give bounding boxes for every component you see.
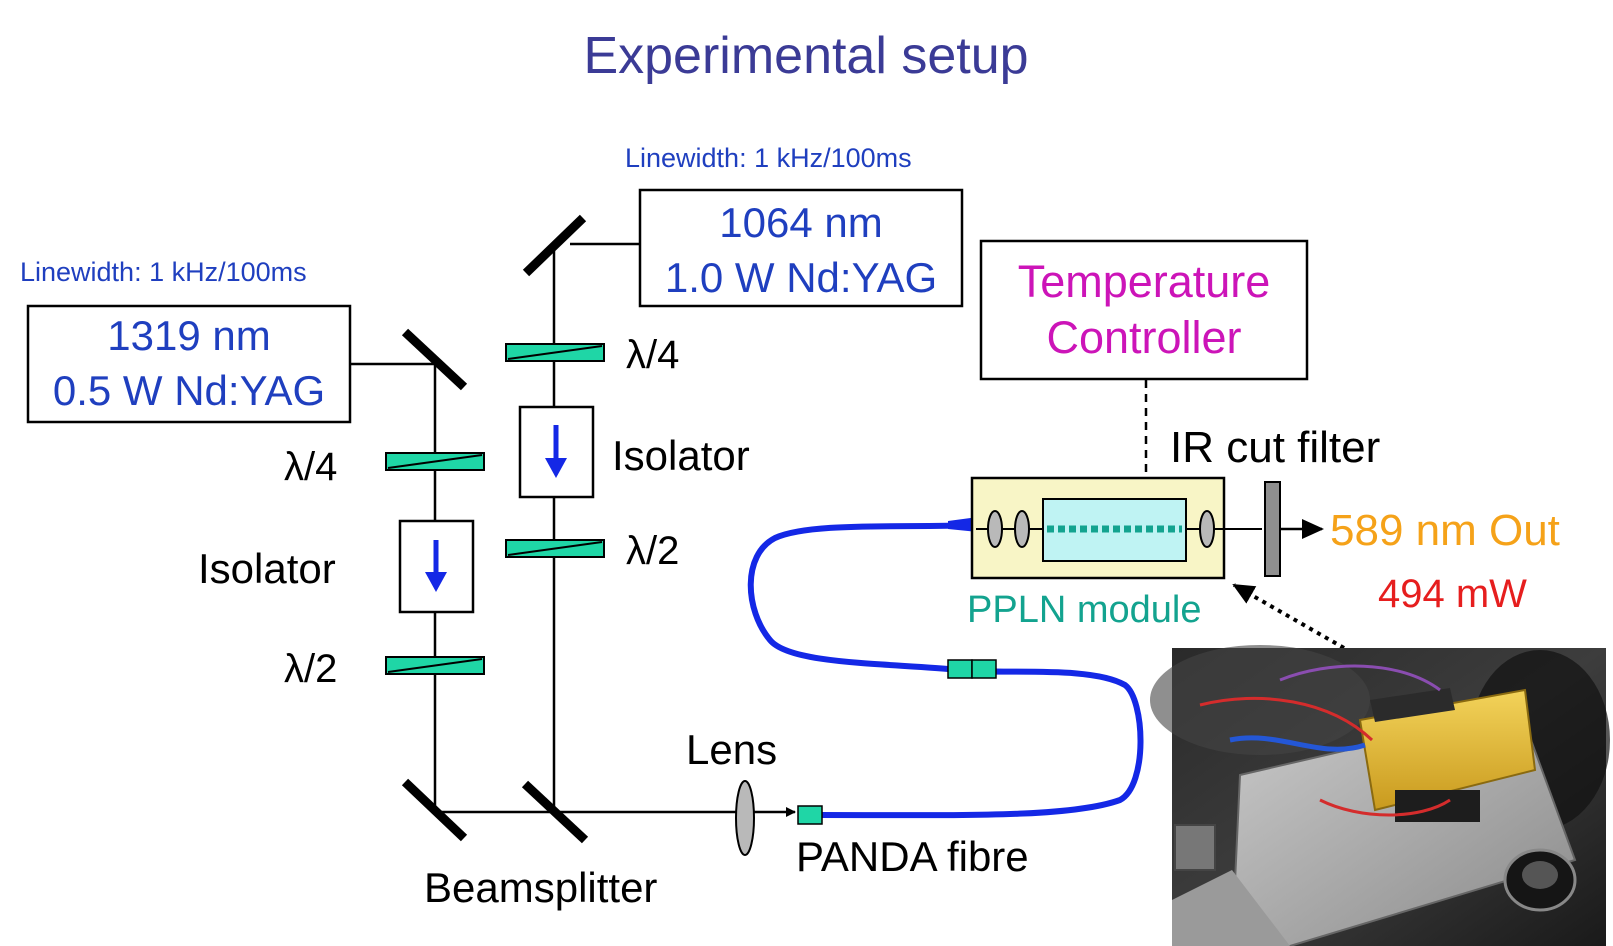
waveplate-1064-half-label: λ/2 xyxy=(626,529,679,573)
waveplate-1319-quarter xyxy=(385,452,485,471)
ir-cut-filter-label: IR cut filter xyxy=(1170,423,1380,472)
laser-1064-linewidth: Linewidth: 1 kHz/100ms xyxy=(625,143,912,173)
isolator-1319-label: Isolator xyxy=(198,545,336,592)
lens-icon xyxy=(735,780,755,856)
laser-1319-power: 0.5 W Nd:YAG xyxy=(53,367,325,414)
laser-1064-wavelength: 1064 nm xyxy=(719,199,882,246)
beamsplitter-label: Beamsplitter xyxy=(424,864,657,911)
mirror-1319 xyxy=(401,328,468,391)
output-label: 589 nm Out xyxy=(1330,506,1560,555)
lens-label: Lens xyxy=(686,726,777,773)
temperature-controller-line2: Controller xyxy=(1046,312,1241,363)
ir-cut-filter xyxy=(1264,481,1281,577)
ppln-module-label: PPLN module xyxy=(967,589,1201,631)
beamsplitter-mirror xyxy=(521,780,589,844)
panda-fibre-label: PANDA fibre xyxy=(796,833,1029,880)
mirrors xyxy=(401,214,589,844)
laser-1064-power: 1.0 W Nd:YAG xyxy=(665,254,937,301)
isolator-1319-box xyxy=(398,519,475,614)
mirror-bottom xyxy=(401,778,468,842)
isolator-1064-label: Isolator xyxy=(612,432,750,479)
output-power-label: 494 mW xyxy=(1378,572,1527,616)
laser-1319-box xyxy=(26,304,352,424)
isolator-1319-arrow-icon xyxy=(425,540,447,592)
mirror-1064 xyxy=(522,214,587,277)
laser-1319-wavelength: 1319 nm xyxy=(107,312,270,359)
page-title: Experimental setup xyxy=(583,27,1028,85)
photo-pointer xyxy=(1232,583,1345,650)
isolator-1064-arrow-icon xyxy=(545,425,567,478)
ppln-output-lens xyxy=(1199,510,1215,548)
ppln-input-lens-2 xyxy=(1014,510,1030,548)
waveplate-1064-quarter xyxy=(505,343,605,362)
waveplate-1064-quarter-label: λ/4 xyxy=(626,333,679,377)
fibre-connector-input xyxy=(797,805,823,825)
waveplate-1319-half-label: λ/2 xyxy=(284,647,337,691)
laser-1319-linewidth: Linewidth: 1 kHz/100ms xyxy=(20,257,307,287)
module-photo xyxy=(1150,645,1610,946)
ppln-input-lens-1 xyxy=(987,510,1003,548)
temperature-controller-line1: Temperature xyxy=(1018,256,1271,307)
waveplate-1319-quarter-label: λ/4 xyxy=(284,445,337,489)
laser-1064-box xyxy=(638,188,964,308)
waveplate-1319-half xyxy=(385,656,485,675)
fibre-mating-sleeve xyxy=(947,659,997,679)
fibre-taper xyxy=(948,517,978,532)
temperature-controller-box xyxy=(979,239,1309,381)
waveplate-1064-half xyxy=(505,539,605,558)
